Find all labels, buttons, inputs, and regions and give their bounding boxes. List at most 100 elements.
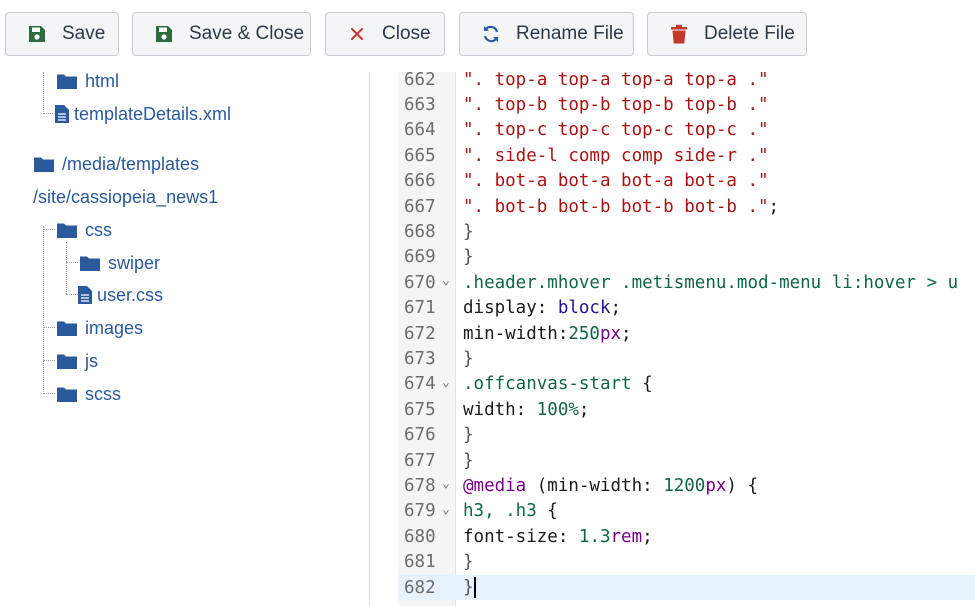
pane-splitter[interactable] xyxy=(369,72,398,606)
code-text: } xyxy=(463,552,474,572)
file-icon xyxy=(78,286,92,304)
code-token: ; xyxy=(610,298,622,319)
code-line[interactable]: 668} xyxy=(398,219,975,244)
rename-file-button[interactable]: Rename File xyxy=(459,12,634,56)
code-line[interactable]: 666". bot-a bot-a bot-a bot-a ." xyxy=(398,169,975,194)
folder-icon xyxy=(57,74,77,89)
code-line[interactable]: 663 ". top-b top-b top-b top-b ." xyxy=(398,92,975,117)
code-token: 250 xyxy=(568,323,600,344)
code-line[interactable]: 676} xyxy=(398,423,975,448)
code-token: } xyxy=(463,577,474,598)
tree-folder-images[interactable]: images xyxy=(57,315,143,341)
line-number: 675 xyxy=(404,399,436,420)
tree-file-user-css[interactable]: user.css xyxy=(78,282,163,308)
tree-folder-label: css xyxy=(85,219,112,240)
folder-icon xyxy=(34,157,54,172)
text-cursor xyxy=(473,577,476,599)
tree-folder-html[interactable]: html xyxy=(57,72,119,94)
code-line[interactable]: 664". top-c top-c top-c top-c ." xyxy=(398,118,975,143)
code-token: } xyxy=(463,425,474,446)
line-number: 681 xyxy=(404,552,436,573)
code-text: ". top-b top-b top-b top-b ." xyxy=(463,95,769,115)
code-line[interactable]: 662". top-a top-a top-a top-a ." xyxy=(398,72,975,92)
line-number: 677 xyxy=(404,450,436,471)
fold-toggle-icon[interactable]: ⌄ xyxy=(442,273,450,289)
save-label: Save xyxy=(62,23,106,44)
delete-file-button[interactable]: Delete File xyxy=(647,12,807,56)
line-number-gutter xyxy=(398,72,456,606)
line-number: 670 xyxy=(404,272,436,293)
code-text: @media (min-width: 1200px) { xyxy=(463,476,758,496)
tree-folder-swiper[interactable]: swiper xyxy=(80,250,160,276)
tree-guide xyxy=(66,242,67,294)
fold-toggle-icon[interactable]: ⌄ xyxy=(442,374,450,390)
code-text: } xyxy=(463,349,474,369)
folder-icon xyxy=(80,256,100,271)
code-token: } xyxy=(463,222,474,243)
code-token: ) { xyxy=(726,476,759,497)
code-text: ". bot-b bot-b bot-b bot-b ."; xyxy=(463,197,779,217)
code-token: 1.3 xyxy=(578,526,611,547)
close-button[interactable]: Close xyxy=(325,12,445,56)
line-number: 663 xyxy=(404,95,436,116)
code-token: ". top-a top-a top-a top-a ." xyxy=(463,72,769,90)
code-token: .header.mhover .metismenu.mod-menu li:ho… xyxy=(463,272,959,293)
code-line[interactable]: 674 ⌄ .offcanvas-start { xyxy=(398,372,975,397)
code-text: } xyxy=(463,425,474,445)
tree-folder-media-templates-path[interactable]: /site/cassiopeia_news1 xyxy=(33,184,218,210)
code-token: ; xyxy=(642,526,653,547)
code-text: ". bot-a bot-a bot-a bot-a ." xyxy=(463,171,769,191)
save-button[interactable]: Save xyxy=(5,12,119,56)
folder-icon xyxy=(57,223,77,238)
line-number: 676 xyxy=(404,425,436,446)
line-number: 674 xyxy=(404,374,436,395)
code-token: 1200 xyxy=(663,476,706,497)
close-label: Close xyxy=(382,23,431,44)
code-line[interactable]: 677} xyxy=(398,448,975,473)
line-number: 680 xyxy=(404,526,436,547)
tree-guide xyxy=(43,72,44,114)
code-token: ; xyxy=(578,399,590,420)
code-editor[interactable]: 662". top-a top-a top-a top-a ." 663 ". to… xyxy=(398,72,975,606)
tree-folder-label: html xyxy=(85,72,120,91)
code-text: } xyxy=(463,577,476,599)
tree-guide xyxy=(43,229,55,230)
code-token: } xyxy=(463,450,474,471)
tree-guide xyxy=(43,360,55,361)
tree-folder-label: js xyxy=(85,350,98,371)
fold-toggle-icon[interactable]: ⌄ xyxy=(442,501,450,517)
code-line[interactable]: 679⌄h3, .h3 { xyxy=(398,499,975,524)
tree-folder-media-templates[interactable]: /media/templates xyxy=(34,151,199,177)
line-number: 668 xyxy=(404,222,436,243)
tree-folder-label: images xyxy=(85,317,144,338)
code-line[interactable]: 678⌄@media (min-width: 1200px) { xyxy=(398,473,975,498)
tree-folder-label: scss xyxy=(85,383,121,404)
tree-folder-js[interactable]: js xyxy=(57,348,98,374)
tree-file-templatedetails[interactable]: templateDetails.xml xyxy=(55,101,231,127)
code-line[interactable]: 673} xyxy=(398,346,975,371)
save-and-close-button[interactable]: Save & Close xyxy=(132,12,311,56)
tree-folder-label: /media/templates xyxy=(62,153,200,174)
code-text: min-width:250px; xyxy=(463,324,632,344)
code-line[interactable]: 667". bot-b bot-b bot-b bot-b ."; xyxy=(398,194,975,219)
code-text: } xyxy=(463,451,474,471)
save-and-close-label: Save & Close xyxy=(189,23,305,44)
tree-guide xyxy=(43,327,55,328)
code-line[interactable]: 670 ⌄ .header.mhover .metismenu.mod-menu l… xyxy=(398,270,975,295)
tree-folder-css[interactable]: css xyxy=(57,217,112,243)
code-token: display: xyxy=(463,298,558,319)
fold-toggle-icon[interactable]: ⌄ xyxy=(442,476,450,492)
code-token: } xyxy=(463,349,474,370)
code-text: .offcanvas-start { xyxy=(463,374,653,394)
delete-file-label: Delete File xyxy=(704,23,795,44)
code-line-active[interactable]: 682} xyxy=(398,575,975,601)
code-line[interactable]: 669} xyxy=(398,245,975,270)
tree-folder-scss[interactable]: scss xyxy=(57,381,121,407)
code-line[interactable]: 665". side-l comp comp side-r ." xyxy=(398,143,975,168)
code-line[interactable]: 681} xyxy=(398,550,975,575)
rename-file-label: Rename File xyxy=(516,23,624,44)
